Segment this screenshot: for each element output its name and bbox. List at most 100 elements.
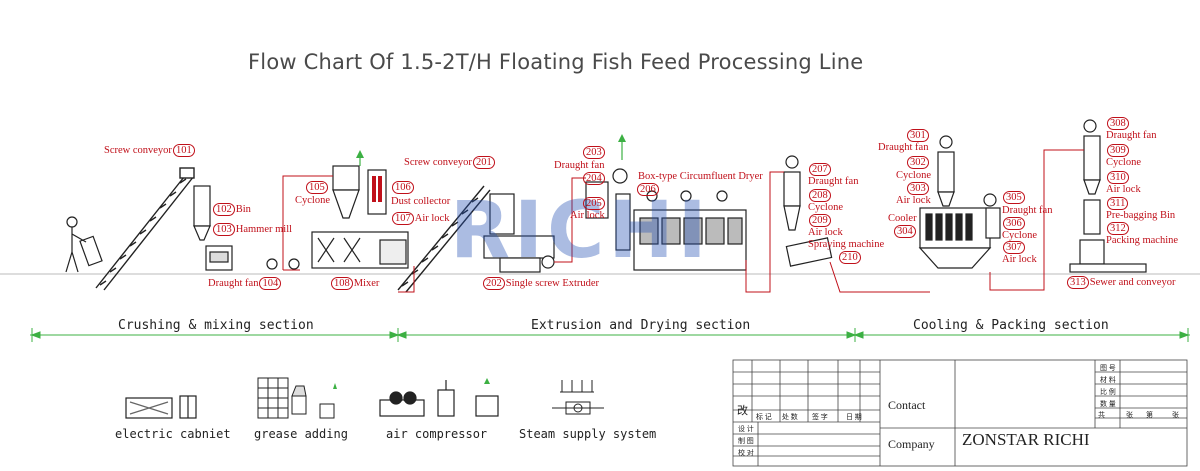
label-203-text: Draught fan <box>554 160 605 171</box>
aux-electric-cabinet: electric cabniet <box>115 427 231 441</box>
label-206-num: 206 <box>637 183 659 196</box>
tb-sheet-3: 第 <box>1146 411 1153 419</box>
extruder-drawing <box>483 193 555 273</box>
label-306-text: Cyclone <box>1002 230 1037 241</box>
label-202-num: 202 <box>483 277 505 290</box>
tb-sheet-2: 张 <box>1126 411 1133 419</box>
label-103-num: 103 <box>213 223 235 236</box>
label-106-text: Dust collector <box>391 196 451 207</box>
tb-sheet-4: 张 <box>1172 411 1179 419</box>
label-308-num: 308 <box>1107 117 1129 130</box>
label-208-text: Cyclone <box>808 202 843 213</box>
tb-left-row-3: 校 对 <box>738 449 754 457</box>
label-210-num: 210 <box>839 251 861 264</box>
tb-company-label: Company <box>888 437 935 451</box>
label-105: 105 <box>305 181 329 194</box>
tb-right-row-3: 比 例 <box>1100 388 1116 396</box>
label-205-text: Air lock <box>570 210 605 221</box>
label-302-text: Cyclone <box>896 170 931 181</box>
section-extrusion: Extrusion and Drying section <box>531 318 751 333</box>
label-203: 203 <box>582 146 606 159</box>
label-303-text: Air lock <box>896 195 931 206</box>
label-301: 301 <box>906 129 930 142</box>
label-208: 208 <box>808 189 832 202</box>
tb-head-4: 日 期 <box>846 413 862 421</box>
label-102-num: 102 <box>213 203 235 216</box>
label-302-num: 302 <box>907 156 929 169</box>
label-312-num: 312 <box>1107 222 1129 235</box>
label-301-text: Draught fan <box>878 142 929 153</box>
spray-cyclone-drawing <box>783 155 833 267</box>
label-311-num: 311 <box>1107 197 1129 210</box>
label-108-name: Mixer <box>353 278 380 289</box>
label-207-text: Draught fan <box>808 176 859 187</box>
label-105-text: Cyclone <box>295 195 330 206</box>
label-206-text: Box-type Circumfluent Dryer <box>638 171 763 182</box>
title-block-grid <box>732 359 1188 467</box>
label-304-num: 304 <box>894 225 916 238</box>
label-310-text: Air lock <box>1106 184 1141 195</box>
label-208-num: 208 <box>809 189 831 202</box>
pipes <box>282 149 1084 293</box>
air-compressor-icon <box>379 378 499 417</box>
label-203-num: 203 <box>583 146 605 159</box>
label-307: 307 <box>1002 241 1026 254</box>
label-306-num: 306 <box>1003 217 1025 230</box>
cooler-drawing <box>918 135 1001 269</box>
label-209-num: 209 <box>809 214 831 227</box>
dryer-drawing <box>585 134 747 271</box>
label-301-num: 301 <box>907 129 929 142</box>
tb-right-row-1: 图 号 <box>1100 364 1116 372</box>
aux-steam-supply: Steam supply system <box>519 427 657 441</box>
label-308: 308 <box>1106 117 1130 130</box>
label-201-num: 201 <box>472 156 495 169</box>
aux-grease-adding: grease adding <box>254 427 348 441</box>
steam-supply-icon <box>552 380 604 415</box>
label-202-name: Single screw Extruder <box>505 278 600 289</box>
label-310-num: 310 <box>1107 171 1129 184</box>
screw-conveyor-101-drawing <box>95 167 195 291</box>
label-304: 304 <box>893 225 917 238</box>
label-209: 209 <box>808 214 832 227</box>
section-dimension-lines <box>30 328 1190 342</box>
label-309: 309 <box>1106 144 1130 157</box>
label-312: 312 <box>1106 222 1130 235</box>
label-311: 311 <box>1106 197 1129 210</box>
bin-hammer-mill-drawing <box>193 185 300 271</box>
label-303: 303 <box>906 182 930 195</box>
label-210: 210 <box>838 251 862 264</box>
label-210-text: Spraying machine <box>808 239 885 250</box>
label-310: 310 <box>1106 171 1130 184</box>
label-312-text: Packing machine <box>1106 235 1179 246</box>
electric-cabinet-icon <box>125 395 197 419</box>
richi-watermark-logo: RICHI <box>450 186 711 276</box>
tb-left-row-1: 设 计 <box>738 425 754 433</box>
label-313-num: 313 <box>1067 276 1089 289</box>
aux-air-compressor: air compressor <box>386 427 488 441</box>
label-306: 306 <box>1002 217 1026 230</box>
label-205: 205 <box>582 197 606 210</box>
screw-conveyor-201-drawing <box>397 185 491 293</box>
mixer-cyclone-drawing <box>311 150 409 269</box>
label-101-name: Screw conveyor <box>104 145 172 156</box>
label-104-name: Draught fan <box>208 278 259 289</box>
label-101-num: 101 <box>172 144 195 157</box>
label-305-num: 305 <box>1003 191 1025 204</box>
label-303-num: 303 <box>907 182 929 195</box>
tb-head-2: 处 数 <box>782 413 798 421</box>
label-107-num: 107 <box>392 212 414 225</box>
tb-head-1: 标 记 <box>756 413 772 421</box>
label-305: 305 <box>1002 191 1026 204</box>
section-cooling: Cooling & Packing section <box>913 318 1109 333</box>
tb-company-value: ZONSTAR RICHI <box>962 430 1090 449</box>
label-209-text: Air lock <box>808 227 843 238</box>
label-307-text: Air lock <box>1002 254 1037 265</box>
label-304-text: Cooler <box>888 213 917 224</box>
